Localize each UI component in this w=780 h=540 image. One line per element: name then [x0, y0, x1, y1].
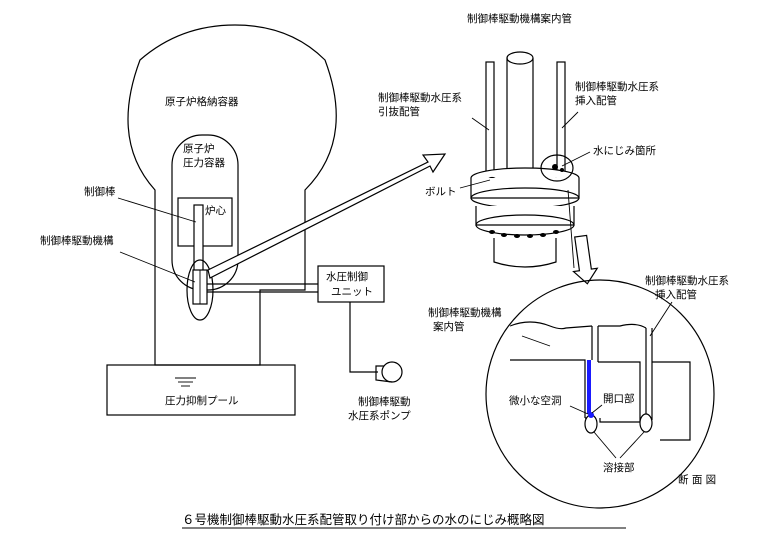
crd-hydraulic-pump: [375, 361, 403, 383]
detail-arrow: [207, 153, 447, 279]
label-rpv-2: 圧力容器: [183, 156, 225, 169]
label-section-guide-tube-2: 案内管: [433, 320, 465, 333]
crd-mechanism-zone: [186, 259, 214, 321]
label-containment-vessel: 原子炉格納容器: [165, 95, 239, 108]
label-section-insert-pipe-1: 制御棒駆動水圧系: [645, 274, 729, 287]
weld-leader: [619, 431, 645, 459]
cross-section-view: [485, 279, 715, 509]
pump-line: [349, 302, 378, 373]
leak-leader: [561, 151, 591, 167]
label-cross-section: 断 面 図: [678, 473, 716, 486]
weld-leader: [593, 431, 617, 459]
bolt-leader: [459, 179, 491, 189]
micro-void-leader: [569, 405, 589, 415]
label-rpv-1: 原子炉: [183, 143, 215, 155]
reactor-building: [106, 24, 337, 416]
weld-right: [639, 413, 653, 433]
control-rod-leader: [117, 197, 197, 223]
leak-dot: [552, 164, 558, 170]
label-withdraw-pipe-2: 引抜配管: [378, 105, 420, 118]
label-micro-void: 微小な空洞: [509, 394, 562, 407]
label-section-guide-tube-1: 制御棒駆動機構: [428, 306, 502, 319]
section-pointer-line: [567, 189, 575, 269]
label-insert-pipe-top-1: 制御棒駆動水圧系: [575, 80, 659, 93]
withdraw-pipe: [485, 61, 495, 175]
label-control-rod: 制御棒: [84, 185, 116, 198]
label-core: 炉心: [205, 205, 226, 217]
flange-detail: [470, 51, 580, 268]
label-leak-location: 水にじみ箇所: [593, 144, 656, 157]
suppression-pool-box: [106, 364, 296, 416]
micro-void: [587, 360, 591, 414]
insert-pipe: [556, 61, 566, 175]
hydraulic-control-unit: [317, 265, 385, 303]
label-pump-1: 制御棒駆動: [358, 395, 411, 408]
withdraw-pipe-leader: [471, 117, 490, 131]
label-opening: 開口部: [603, 392, 635, 405]
opening-leader: [591, 404, 603, 414]
leak-location-marker: [540, 154, 574, 182]
label-insert-pipe-top-2: 挿入配管: [575, 94, 617, 107]
containment-vessel-outline: [127, 24, 337, 270]
label-hcu-2: ユニット: [331, 286, 373, 298]
crd-mechanism-leader: [119, 251, 196, 283]
reactor-pedestal: [154, 270, 306, 366]
label-weld: 溶接部: [603, 461, 635, 474]
label-crd-mechanism: 制御棒駆動機構: [40, 234, 114, 247]
label-suppression-pool: 圧力抑制プール: [165, 394, 239, 407]
cross-section-circle: [485, 279, 715, 509]
diagram-caption: ６号機制御棒駆動水圧系配管取り付け部からの水のにじみ概略図: [182, 512, 545, 527]
label-bolt: ボルト: [425, 186, 457, 198]
section-guide-tube-leader: [521, 335, 551, 347]
label-pump-2: 水圧系ポンプ: [348, 410, 411, 422]
label-withdraw-pipe-1: 制御棒駆動水圧系: [378, 91, 462, 104]
section-arrow: [572, 234, 599, 285]
insert-pipe-leader: [561, 111, 579, 129]
label-section-insert-pipe-2: 挿入配管: [655, 288, 697, 301]
reactor-core: [177, 197, 233, 247]
label-hcu-1: 水圧制御: [326, 270, 368, 283]
label-guide-tube-top: 制御棒駆動機構案内管: [467, 12, 572, 25]
section-insert-pipe-leader: [649, 301, 673, 337]
